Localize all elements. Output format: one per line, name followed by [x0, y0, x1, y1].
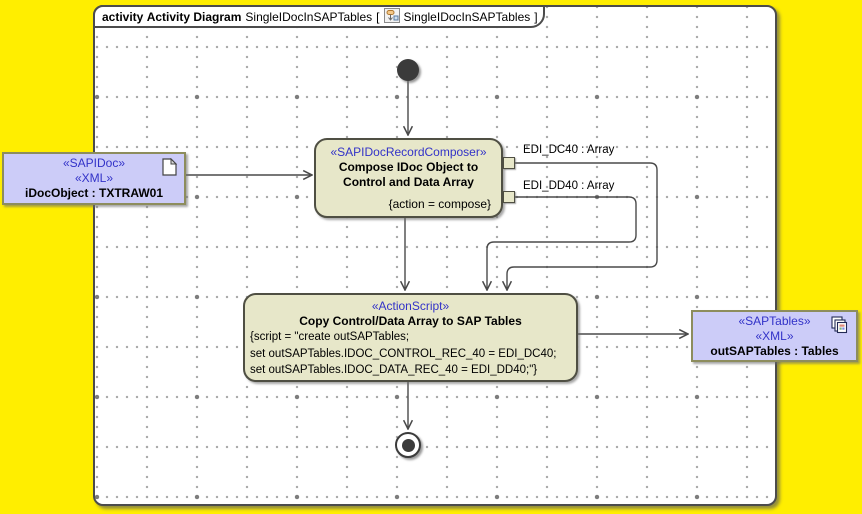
- stereotype-label: «XML»: [74, 171, 114, 185]
- frame-bracket-close: ]: [534, 9, 538, 24]
- activity-diagram-icon: [383, 7, 400, 26]
- frame-diagram-ref: SingleIDocInSAPTables: [403, 9, 531, 24]
- pin-label-edi-dd40: EDI_DD40 : Array: [523, 180, 615, 192]
- diagram-canvas[interactable]: [93, 5, 777, 506]
- final-node-dot: [401, 438, 415, 452]
- copy-icon: [831, 316, 849, 338]
- action-node-compose[interactable]: «SAPIDocRecordComposer» Compose IDoc Obj…: [314, 138, 503, 218]
- action-name-line: Compose IDoc Object to: [338, 160, 479, 174]
- frame-diagram-name: SingleIDocInSAPTables: [245, 9, 373, 24]
- script-line: {script = "create outSAPTables;: [250, 331, 410, 343]
- frame-bracket-open: [: [376, 9, 380, 24]
- action-node-copy[interactable]: «ActionScript» Copy Control/Data Array t…: [243, 293, 578, 382]
- object-node-outsaptables[interactable]: «SAPTables» «XML» outSAPTables : Tables: [691, 310, 858, 362]
- initial-node[interactable]: [397, 59, 419, 81]
- output-pin-edi-dd40[interactable]: [503, 191, 515, 203]
- output-pin-edi-dc40[interactable]: [503, 157, 515, 169]
- document-icon: [162, 157, 178, 180]
- stereotype-label: «XML»: [755, 328, 794, 343]
- diagram-frame-tab[interactable]: activity Activity Diagram SingleIDocInSA…: [93, 5, 545, 28]
- stereotype-label: «SAPTables»: [738, 313, 811, 328]
- stereotype-label: «SAPIDocRecordComposer»: [330, 145, 487, 159]
- activity-final-node[interactable]: [395, 432, 421, 458]
- object-node-name: iDocObject : TXTRAW01: [24, 186, 164, 200]
- object-node-name: outSAPTables : Tables: [710, 343, 839, 358]
- frame-keyword: activity Activity Diagram: [102, 9, 242, 24]
- edge-pin-edi-dd40-to-copy[interactable]: [487, 196, 637, 290]
- tagged-value: {action = compose}: [388, 197, 491, 211]
- action-name-line: Control and Data Array: [343, 175, 474, 189]
- stereotype-label: «SAPIDoc»: [62, 156, 126, 170]
- object-node-idocobject[interactable]: «SAPIDoc» «XML» iDocObject : TXTRAW01: [2, 152, 186, 205]
- action-name: Copy Control/Data Array to SAP Tables: [299, 314, 522, 328]
- edge-pin-edi-dc40-to-copy[interactable]: [507, 162, 658, 290]
- script-line: set outSAPTables.IDOC_DATA_REC_40 = EDI_…: [250, 364, 538, 376]
- pin-label-edi-dc40: EDI_DC40 : Array: [523, 144, 615, 156]
- stereotype-label: «ActionScript»: [371, 299, 450, 313]
- script-line: set outSAPTables.IDOC_CONTROL_REC_40 = E…: [250, 347, 557, 360]
